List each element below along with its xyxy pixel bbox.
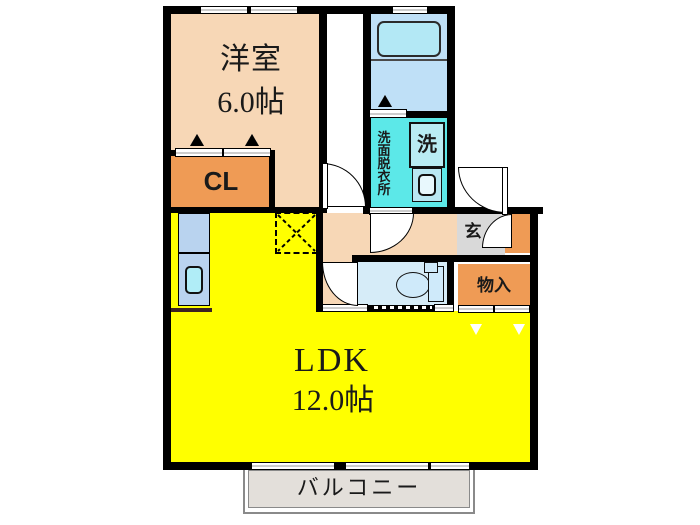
window-bath[interactable] — [392, 6, 428, 14]
door-genkan-leaf[interactable] — [502, 167, 508, 215]
wall-toilet-right — [447, 255, 454, 312]
wall-bedroom-right — [319, 6, 327, 213]
room-ldk-right — [322, 311, 530, 468]
toilet-bowl — [396, 272, 430, 298]
wall-hallway-top — [163, 207, 327, 213]
washroom-char-4: 衣 — [377, 169, 391, 185]
wall-bath-left — [363, 6, 371, 214]
door-bedroom-swing[interactable] — [322, 163, 366, 207]
wall-bedroom-left — [163, 6, 171, 213]
window-bedroom-1[interactable] — [200, 6, 248, 14]
window-ldk-1[interactable] — [251, 462, 335, 470]
toilet-flush-plate — [424, 262, 438, 273]
window-ldk-3[interactable] — [430, 462, 470, 470]
toilet-sill[interactable] — [322, 304, 368, 312]
genkan-label: 玄 — [464, 222, 482, 243]
washroom-char-3: 脱 — [377, 156, 391, 172]
washroom-label: 洗 面 脱 衣 所 — [370, 118, 398, 210]
wall-closet-right — [269, 150, 275, 212]
kitchen-counter — [178, 213, 210, 253]
toilet-threshold — [370, 306, 432, 309]
door-bedroom-leaf[interactable] — [322, 163, 328, 209]
wall-genkan-right — [530, 207, 538, 469]
kitchen-counter-edge — [170, 308, 212, 312]
closet-door-marker-left — [190, 134, 204, 146]
bath-divider — [370, 59, 448, 61]
closet-label: CL — [203, 166, 239, 197]
balcony-label: バルコニー — [296, 476, 422, 502]
room-closet — [170, 155, 272, 210]
storage-label: 物入 — [477, 276, 511, 297]
bedroom-area-label: 6.0帖 — [217, 86, 285, 120]
storage-door-panel-left[interactable] — [458, 305, 494, 313]
closet-door-panel-right[interactable] — [223, 148, 271, 157]
washing-machine-pan — [409, 122, 445, 168]
washer-label: 洗 — [417, 131, 437, 156]
wall-ldk-left — [163, 207, 171, 469]
wall-bath-washroom-divider — [363, 111, 455, 118]
bedroom-name-label: 洋室 — [220, 43, 282, 77]
room-bedroom — [170, 13, 320, 155]
closet-door-panel-left[interactable] — [175, 148, 223, 157]
wall-hallway-top-right — [363, 207, 543, 214]
storage-door-marker-left — [470, 324, 482, 335]
wall-genkan-bottom — [447, 255, 531, 262]
wall-bath-right — [447, 6, 455, 214]
washroom-char-2: 面 — [377, 143, 391, 159]
kitchen-sink-basin — [185, 266, 203, 294]
ceiling-vent-cross — [277, 214, 316, 252]
bath-door-marker — [378, 95, 392, 107]
window-ldk-2[interactable] — [345, 462, 429, 470]
bath-door-panel[interactable] — [369, 109, 407, 118]
ldk-area-label: 12.0帖 — [291, 384, 375, 418]
storage-door-marker-right — [513, 324, 525, 335]
wall-corridor-top-left — [327, 6, 363, 14]
room-balcony — [248, 470, 470, 508]
storage-door-panel-right[interactable] — [494, 305, 530, 313]
wall-hallway-left — [316, 207, 323, 312]
toilet-sill-right[interactable] — [434, 304, 454, 312]
bath-tub — [377, 21, 441, 57]
room-bedroom-lower — [272, 155, 320, 210]
wash-basin-bowl — [418, 174, 436, 196]
closet-door-marker-right — [245, 134, 259, 146]
ldk-name-label: LDK — [294, 342, 370, 380]
window-bedroom-2[interactable] — [250, 6, 298, 14]
washroom-char-1: 洗 — [377, 130, 391, 146]
room-storage — [458, 264, 530, 312]
wall-toilet-top — [352, 255, 454, 262]
washroom-char-5: 所 — [377, 182, 391, 198]
